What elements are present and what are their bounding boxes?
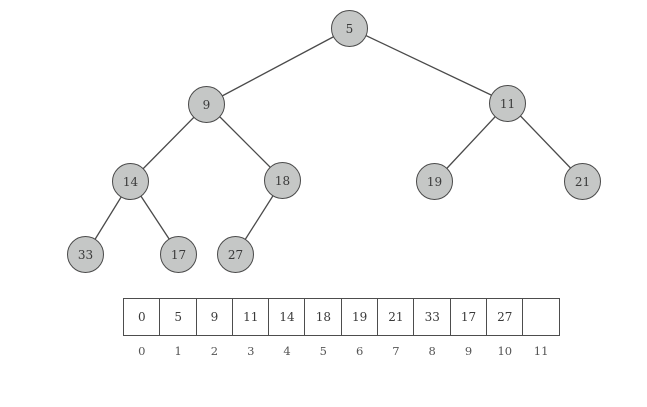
- array-cell: 18: [304, 298, 343, 336]
- array-cell: 19: [340, 298, 379, 336]
- array-cell: 11: [231, 298, 270, 336]
- tree-node-label: 11: [499, 96, 516, 111]
- array-index: 9: [464, 344, 473, 358]
- array-cell-value: 18: [315, 310, 331, 324]
- array-index: 7: [392, 344, 400, 358]
- array-cell-value: 17: [460, 310, 477, 324]
- array-index: 8: [428, 344, 436, 358]
- array-cell: 17: [449, 298, 488, 336]
- array-cell-value: 11: [243, 310, 259, 324]
- array-cell-value: 9: [210, 310, 219, 324]
- tree-edge-5-9: [206, 27, 351, 105]
- tree-node-label: 14: [122, 174, 139, 189]
- array-cell-value: 0: [138, 310, 146, 324]
- heap-array: 0 5 9 11 14 18 19 21 33 17 27: [123, 298, 560, 336]
- array-cell-value: 14: [279, 310, 295, 324]
- tree-edge-5-11: [349, 27, 509, 104]
- array-index: 0: [138, 344, 146, 358]
- tree-node: 21: [564, 163, 601, 200]
- tree-node: 14: [112, 163, 149, 200]
- array-index: 10: [497, 344, 513, 358]
- tree-node: 11: [489, 85, 526, 122]
- array-cell: 27: [485, 298, 524, 336]
- array-cell: 33: [413, 298, 452, 336]
- tree-node-label: 5: [345, 21, 354, 36]
- array-cell-value: 27: [497, 310, 513, 324]
- array-index: 11: [533, 344, 549, 358]
- array-cell-value: 33: [424, 310, 440, 324]
- array-cell-empty: [522, 298, 560, 336]
- tree-node-label: 21: [574, 174, 591, 189]
- array-index: 2: [210, 344, 219, 358]
- array-cell-value: 5: [174, 310, 182, 324]
- array-cell: 5: [159, 298, 197, 336]
- array-index: 4: [283, 344, 291, 358]
- tree-node: 18: [264, 162, 301, 199]
- tree-node: 9: [188, 86, 225, 123]
- array-index: 3: [247, 344, 255, 358]
- array-index: 5: [319, 344, 327, 358]
- array-cell: 0: [123, 298, 161, 336]
- tree-node-label: 18: [274, 173, 291, 188]
- array-index: 1: [174, 344, 182, 358]
- tree-node-label: 9: [202, 97, 211, 112]
- tree-node: 27: [217, 236, 254, 273]
- tree-node-label: 33: [77, 247, 94, 262]
- tree-node-label: 27: [227, 247, 244, 262]
- tree-node-root: 5: [331, 10, 368, 47]
- tree-node: 33: [67, 236, 104, 273]
- array-cell: 21: [377, 298, 415, 336]
- array-cell: 9: [195, 298, 234, 336]
- array-cell: 14: [268, 298, 306, 336]
- tree-node: 17: [160, 236, 197, 273]
- tree-node: 19: [416, 163, 453, 200]
- array-cell-value: 21: [388, 310, 404, 324]
- array-cell-value: 19: [351, 310, 368, 324]
- tree-node-label: 19: [426, 174, 443, 189]
- array-index: 6: [355, 344, 364, 358]
- tree-node-label: 17: [170, 247, 187, 262]
- array-index-row: 0 1 2 3 4 5 6 7 8 9 10 11: [123, 344, 560, 358]
